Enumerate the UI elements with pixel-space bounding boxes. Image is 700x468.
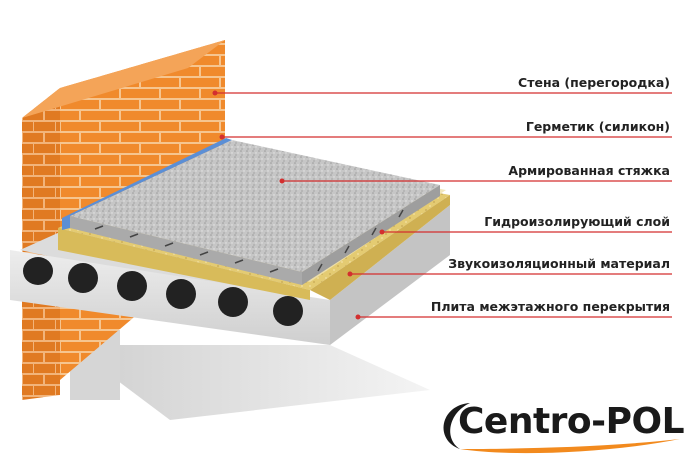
label-sealant: Герметик (силикон) xyxy=(525,119,670,134)
slab-holes xyxy=(23,257,303,326)
leader-lines xyxy=(215,92,672,318)
sealant-strip xyxy=(62,138,232,230)
label-slab: Плита межэтажного перекрытия xyxy=(430,299,670,314)
screed-front xyxy=(70,216,302,285)
soundproof-front xyxy=(58,228,310,300)
screed-side xyxy=(302,185,440,285)
logo-text: Centro-POL xyxy=(458,401,685,442)
rebar-mesh xyxy=(94,209,404,273)
label-wall: Стена (перегородка) xyxy=(518,75,670,90)
swoosh-icon xyxy=(443,403,680,454)
slab-side xyxy=(330,205,450,345)
label-waterproof: Гидроизолирующий слой xyxy=(484,214,670,229)
wall-top xyxy=(22,40,225,118)
soundproof-side xyxy=(310,195,450,300)
leader-dots xyxy=(212,90,385,320)
logo: Centro-POL xyxy=(430,395,690,455)
label-soundproof: Звукоизоляционный материал xyxy=(448,256,670,271)
screed-top xyxy=(70,140,440,272)
label-screed: Армированная стяжка xyxy=(508,163,670,178)
floor-shadow xyxy=(70,345,430,420)
